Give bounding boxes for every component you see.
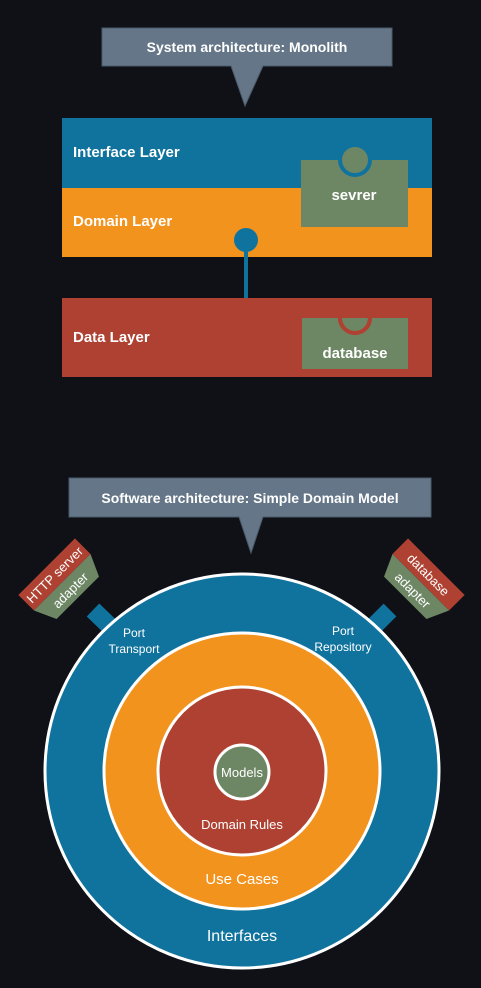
domain-model-callout-shape bbox=[68, 477, 432, 555]
server-component: sevrer bbox=[301, 143, 408, 227]
use-cases-label: Use Cases bbox=[205, 871, 278, 888]
monolith-callout-shape bbox=[101, 27, 393, 108]
interfaces-label: Interfaces bbox=[207, 928, 277, 945]
http-server-block bbox=[18, 538, 91, 611]
left-adapter-block bbox=[33, 553, 99, 619]
database-block bbox=[392, 538, 465, 611]
connector-socket-icon bbox=[234, 228, 258, 252]
port-transport-label-2: Transport bbox=[109, 642, 161, 656]
right-adapter-block bbox=[384, 553, 450, 619]
port-repository-label-1: Port bbox=[332, 624, 355, 638]
server-label: sevrer bbox=[331, 187, 376, 204]
server-port-icon bbox=[338, 143, 372, 177]
monolith-callout-text: System architecture: Monolith bbox=[147, 39, 348, 55]
domain-model-callout: Software architecture: Simple Domain Mod… bbox=[68, 477, 432, 555]
data-layer-label: Data Layer bbox=[73, 329, 150, 346]
domain-rules-label: Domain Rules bbox=[201, 817, 283, 832]
interface-layer-label: Interface Layer bbox=[73, 144, 180, 161]
port-repository-label-2: Repository bbox=[314, 640, 371, 654]
port-transport-label-1: Port bbox=[123, 626, 146, 640]
database-label: database bbox=[322, 345, 387, 362]
monolith-callout: System architecture: Monolith bbox=[101, 27, 393, 108]
models-label: Models bbox=[221, 765, 263, 780]
database-port-mask bbox=[337, 300, 373, 318]
domain-model-callout-text: Software architecture: Simple Domain Mod… bbox=[101, 490, 398, 506]
database-component: database bbox=[302, 300, 408, 369]
database-port-arc bbox=[338, 317, 372, 335]
domain-layer-label: Domain Layer bbox=[73, 213, 172, 230]
models-core bbox=[213, 743, 271, 801]
